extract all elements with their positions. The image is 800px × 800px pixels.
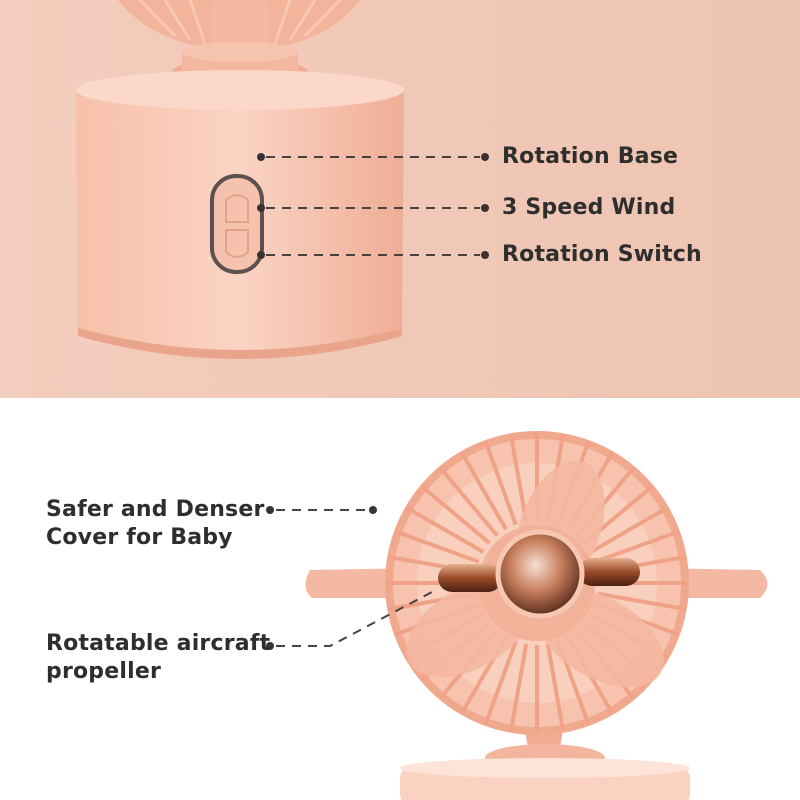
callout-rotation-switch: Rotation Switch [502,242,702,267]
callout-rotation-base: Rotation Base [502,144,679,169]
fan-head-illustration [266,431,768,800]
callout-propeller-line1: Rotatable aircraft [46,631,271,656]
fan-head-top-fragment [118,0,360,50]
callout-propeller-line2: propeller [46,659,162,684]
callout-speed-wind: 3 Speed Wind [502,195,676,220]
callout-denser-cover-line1: Safer and Denser [46,497,265,522]
fan-base-illustration [0,0,800,398]
rotation-base-panel: Rotation Base 3 Speed Wind Rotation Swit… [0,0,800,398]
callout-propeller: Rotatable aircraft propeller [46,630,276,686]
speed-switch [210,174,264,274]
fan-cover-panel: Safer and Denser Cover for Baby Rotatabl… [0,398,800,800]
aircraft-propeller [438,529,640,619]
callout-denser-cover: Safer and Denser Cover for Baby [46,496,276,552]
callout-denser-cover-line2: Cover for Baby [46,525,233,550]
callout-line-propeller [276,591,433,647]
